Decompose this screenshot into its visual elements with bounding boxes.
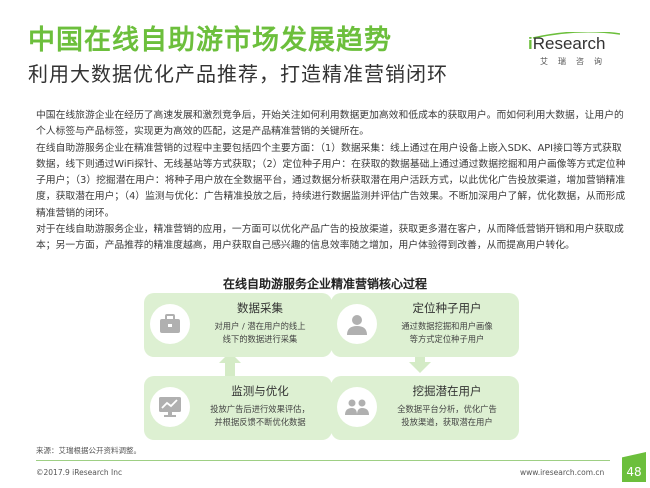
step-box-monitor-optimize: 监测与优化 投放广告后进行效果评估， 并根据反馈不断优化数据: [144, 376, 332, 440]
body-paragraph-2: 在线自助游服务企业在精准营销的过程中主要包括四个主要方面：（1）数据采集：线上通…: [36, 142, 626, 219]
step-desc-line-2: 投放渠道，获取潜在用户: [401, 417, 493, 427]
step-desc-line-2: 线下的数据进行采集: [222, 334, 298, 344]
step-icon-circle: [150, 387, 190, 427]
step-box-seed-users: 定位种子用户 通过数据挖掘和用户画像 等方式定位种子用户: [331, 293, 519, 357]
logo-swoosh-icon: [532, 32, 620, 39]
step-icon-circle: [150, 304, 190, 344]
footer-divider: [36, 460, 610, 461]
step-title: 挖掘潜在用户: [412, 384, 482, 398]
step-desc-line-1: 通过数据挖掘和用户画像: [401, 321, 493, 331]
body-paragraph-1: 中国在线旅游企业在经历了高速发展和激烈竞争后，开始关注如何利用数据更加高效和低成…: [36, 110, 624, 138]
diagram-title: 在线自助游服务企业精准营销核心过程: [222, 277, 427, 291]
step-description: 投放广告后进行效果评估， 并根据反馈不断优化数据: [188, 403, 332, 429]
step-title: 监测与优化: [231, 384, 289, 398]
arrow-right: [409, 351, 431, 373]
step-title: 定位种子用户: [412, 301, 482, 315]
monitor-chart-icon: [159, 397, 181, 417]
user-icon: [347, 315, 367, 335]
page-number-badge: 48: [622, 452, 646, 482]
step-box-potential-users: 挖掘潜在用户 全数据平台分析，优化广告 投放渠道，获取潜在用户: [331, 376, 519, 440]
step-description: 通过数据挖掘和用户画像 等方式定位种子用户: [375, 320, 519, 346]
logo-wordmark-rest: Research: [532, 34, 606, 53]
page-title: 中国在线自助游市场发展趋势: [28, 25, 392, 56]
step-desc-line-2: 等方式定位种子用户: [409, 334, 485, 344]
step-box-data-collection: 数据采集 对用户 / 潜在用户的线上 线下的数据进行采集: [144, 293, 332, 357]
step-title: 数据采集: [237, 301, 283, 315]
arrow-left: [219, 352, 241, 377]
logo-wordmark: iResearch: [528, 34, 606, 54]
step-desc-line-1: 全数据平台分析，优化广告: [397, 404, 497, 414]
source-note: 来源：艾瑞根据公开资料调整。: [36, 446, 141, 455]
iresearch-logo: iResearch 艾瑞咨询: [528, 32, 620, 72]
step-description: 对用户 / 潜在用户的线上 线下的数据进行采集: [188, 320, 332, 346]
page-subtitle: 利用大数据优化产品推荐，打造精准营销闭环: [28, 62, 448, 86]
step-description: 全数据平台分析，优化广告 投放渠道，获取潜在用户: [375, 403, 519, 429]
step-desc-line-1: 对用户 / 潜在用户的线上: [214, 321, 306, 331]
step-icon-circle: [337, 304, 377, 344]
body-text: 中国在线旅游企业在经历了高速发展和激烈竞争后，开始关注如何利用数据更加高效和低成…: [36, 108, 626, 255]
body-paragraph-3: 对于在线自助游服务企业，精准营销的应用，一方面可以优化产品广告的投放渠道，获取更…: [36, 224, 624, 252]
logo-chinese-name: 艾瑞咨询: [540, 57, 612, 66]
logo-wordmark-i: i: [528, 34, 533, 53]
step-desc-line-1: 投放广告后进行效果评估，: [210, 404, 310, 414]
briefcase-icon: [160, 314, 180, 333]
users-group-icon: [345, 399, 369, 415]
step-icon-circle: [337, 387, 377, 427]
website-link[interactable]: www.iresearch.com.cn: [520, 468, 605, 477]
step-desc-line-2: 并根据反馈不断优化数据: [214, 417, 306, 427]
copyright-text: ©2017.9 iResearch Inc: [36, 468, 123, 477]
